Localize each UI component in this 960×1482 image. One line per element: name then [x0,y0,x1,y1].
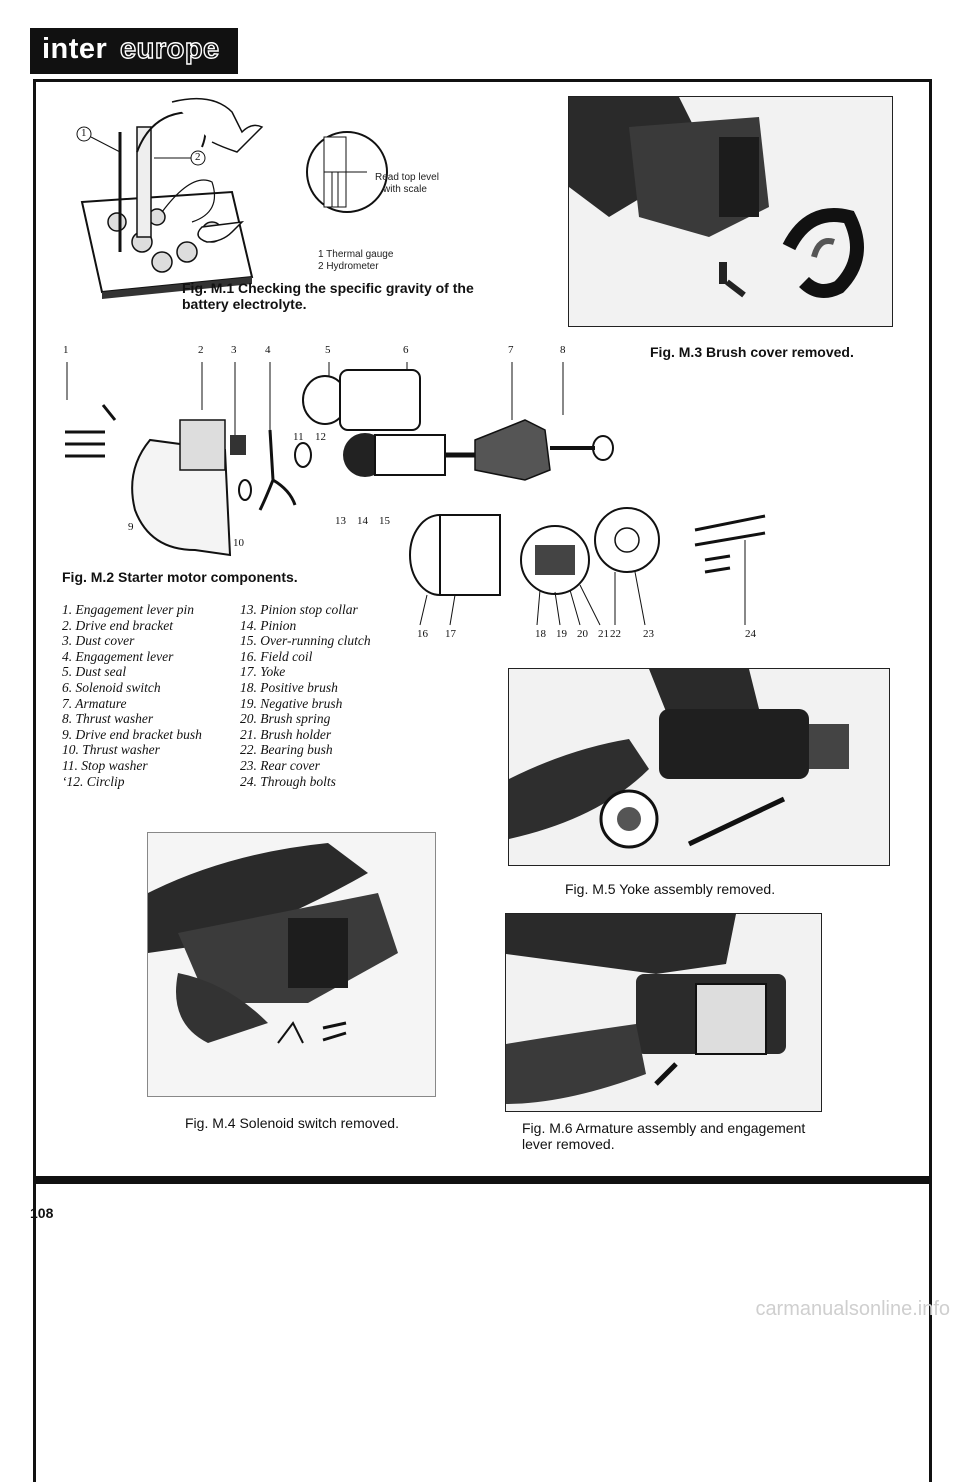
legend-item: 2. Drive end bracket [62,617,173,633]
fig-m1-caption-2: battery electrolyte. [182,296,307,312]
fig-m1-illustration [62,92,482,312]
legend-item: 19. Negative brush [240,695,343,711]
brand-logo-part2: europe [119,32,220,65]
bottom-rule [33,1176,931,1184]
fig-m5-photo [508,668,890,866]
legend-item: 7. Armature [62,695,127,711]
legend-item: 6. Solenoid switch [62,679,161,695]
fig-m2-callout-14: 14 [357,515,368,527]
fig-m3-photo [568,96,893,327]
fig-m2-callout-2: 2 [198,344,204,356]
fig-m2-callout-4: 4 [265,344,271,356]
legend-item: 3. Dust cover [62,633,135,649]
legend-item: 24. Through bolts [240,773,336,789]
fig-m2-legend-left: 1. Engagement lever pin 2. Drive end bra… [62,602,202,789]
legend-item: 17. Yoke [240,664,286,680]
legend-item: ‘12. Circlip [62,773,125,789]
legend-item: 15. Over-running clutch [240,633,371,649]
fig-m4-caption: Fig. M.4 Solenoid switch removed. [185,1115,399,1131]
fig-m2-callout-23: 23 [643,628,654,640]
legend-item: 8. Thrust washer [62,711,154,727]
fig-m2-callout-12: 12 [315,431,326,443]
fig-m2-callout-17: 17 [445,628,456,640]
fig-m2-diagram [55,340,785,640]
watermark: carmanualsonline.info [755,1298,950,1320]
fig-m2-callout-16: 16 [417,628,428,640]
fig-m2-callout-21: 21 [598,628,609,640]
legend-item: 16. Field coil [240,648,313,664]
fig-m1-inset-text-1: Read top level [375,172,439,183]
fig-m1-legend-1: 1 Thermal gauge [318,249,394,260]
legend-item: 10. Thrust washer [62,742,160,758]
legend-item: 23. Rear cover [240,757,320,773]
fig-m1-legend-2: 2 Hydrometer [318,261,379,272]
page-frame [33,79,932,1482]
brand-logo-part1: inter [42,33,108,65]
legend-item: 14. Pinion [240,617,297,633]
fig-m2-callout-1: 1 [63,344,69,356]
fig-m2-caption: Fig. M.2 Starter motor components. [62,569,298,585]
legend-item: 21. Brush holder [240,726,332,742]
fig-m2-callout-8: 8 [560,344,566,356]
fig-m2-callout-22: 22 [610,628,621,640]
fig-m6-caption-1: Fig. M.6 Armature assembly and engagemen… [522,1120,806,1136]
fig-m2-callout-9: 9 [128,521,134,533]
legend-item: 4. Engagement lever [62,648,174,664]
fig-m2-callout-6: 6 [403,344,409,356]
fig-m2-callout-13: 13 [335,515,346,527]
page-number: 108 [30,1205,54,1221]
fig-m6-caption-2: lever removed. [522,1136,615,1152]
fig-m4-photo [147,832,436,1097]
fig-m2-callout-10: 10 [233,537,244,549]
fig-m2-legend-right: 13. Pinion stop collar 14. Pinion 15. Ov… [240,602,371,789]
legend-item: 1. Engagement lever pin [62,602,194,617]
fig-m1-caption-1: Fig. M.1 Checking the specific gravity o… [182,280,474,296]
fig-m2-callout-24: 24 [745,628,756,640]
fig-m1-callout-1: 1 [81,127,87,139]
legend-item: 13. Pinion stop collar [240,602,358,617]
legend-item: 22. Bearing bush [240,742,333,758]
fig-m1-inset-text-2: with scale [383,184,427,195]
fig-m2-callout-15: 15 [379,515,390,527]
legend-item: 5. Dust seal [62,664,127,680]
fig-m2-callout-18: 18 [535,628,546,640]
legend-item: 11. Stop washer [62,757,148,773]
fig-m2-callout-11: 11 [293,431,304,443]
fig-m2-callout-5: 5 [325,344,331,356]
fig-m5-caption: Fig. M.5 Yoke assembly removed. [565,881,776,897]
fig-m3-caption: Fig. M.3 Brush cover removed. [650,344,854,360]
legend-item: 9. Drive end bracket bush [62,726,202,742]
fig-m2-callout-3: 3 [231,344,237,356]
brand-logo: inter europe [30,28,238,74]
legend-item: 20. Brush spring [240,711,331,727]
legend-item: 18. Positive brush [240,679,338,695]
fig-m2-callout-7: 7 [508,344,514,356]
fig-m2-callout-20: 20 [577,628,588,640]
fig-m1-callout-2: 2 [195,151,201,163]
fig-m6-photo [505,913,822,1112]
fig-m2-callout-19: 19 [556,628,567,640]
